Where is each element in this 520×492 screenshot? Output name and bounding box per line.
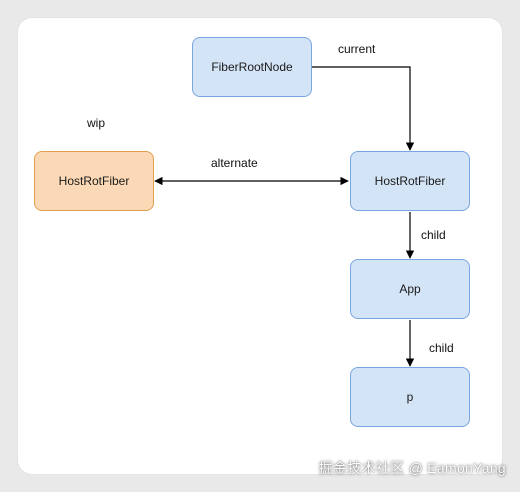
watermark: 掘金技术社区 @ EamonYang [318, 460, 506, 476]
label-current: current [338, 42, 376, 56]
node-host-rot-fiber-wip: HostRotFiber [34, 151, 154, 211]
label-child-1: child [421, 228, 446, 242]
edge-current [312, 66, 415, 151]
node-fiber-root-node: FiberRootNode [192, 37, 312, 97]
node-p: p [350, 367, 470, 427]
label-alternate: alternate [211, 156, 258, 170]
label-child-2: child [429, 341, 454, 355]
node-app: App [350, 259, 470, 319]
label-wip: wip [87, 116, 106, 130]
node-host-rot-fiber-current: HostRotFiber [350, 151, 470, 211]
